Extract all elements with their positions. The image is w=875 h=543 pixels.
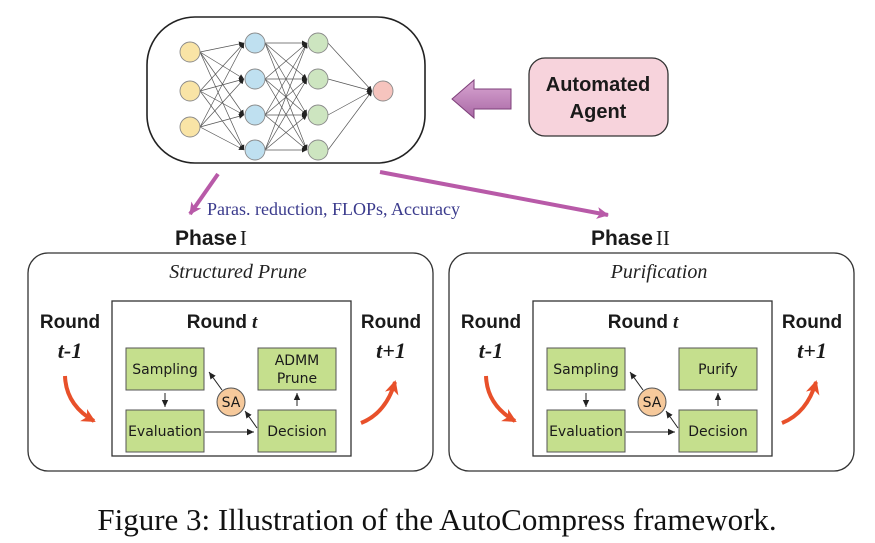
network-edge	[264, 42, 308, 80]
sa-label: SA	[643, 395, 662, 411]
network-edge	[199, 42, 245, 92]
network-edge	[264, 42, 308, 116]
network-edge	[264, 114, 308, 151]
prev-round-label: Round	[461, 312, 521, 333]
next-round-index: t+1	[797, 338, 827, 363]
metrics-label: Paras. reduction, FLOPs, Accuracy	[207, 199, 460, 219]
left-arrow-icon	[451, 78, 512, 120]
phase-subtitle: Purification	[610, 261, 708, 283]
agent-label-line1: Automated	[546, 74, 650, 96]
hidden-1-node	[244, 104, 266, 126]
automated-agent-box: Automated Agent	[528, 57, 669, 137]
figure-caption: Figure 3: Illustration of the AutoCompre…	[97, 502, 776, 537]
sa-to-sampling-arrow	[629, 371, 644, 391]
network-edge	[327, 42, 373, 92]
network-edge	[199, 90, 245, 151]
network-edge	[199, 42, 245, 128]
sampling-label: Sampling	[553, 362, 619, 378]
evaluation-label: Evaluation	[128, 424, 202, 440]
network-edge	[327, 90, 373, 151]
decision-box: Decision	[678, 409, 758, 453]
prev-round-index: t-1	[58, 338, 82, 363]
network-edge	[199, 126, 245, 151]
prev-round-index: t-1	[479, 338, 503, 363]
sa-circle	[216, 387, 246, 417]
network-edge	[327, 78, 373, 93]
network-edge	[199, 78, 245, 128]
network-edge	[199, 113, 245, 128]
evaluation-label: Evaluation	[549, 424, 623, 440]
decision-label: Decision	[267, 424, 327, 440]
network-edges	[199, 40, 373, 153]
output-node	[372, 80, 394, 102]
hidden-2-node	[307, 32, 329, 54]
decision-label: Decision	[688, 424, 748, 440]
network-edge	[264, 42, 308, 151]
input-node	[179, 80, 201, 102]
hidden-1-node	[244, 139, 266, 161]
input-node	[179, 41, 201, 63]
network-container	[146, 16, 426, 164]
action-label-line2: Prune	[277, 371, 317, 387]
hidden-2-node	[307, 68, 329, 90]
sa-label: SA	[222, 395, 241, 411]
incoming-round-arrow	[484, 375, 517, 423]
action-label-line1: Purify	[698, 362, 738, 378]
outgoing-round-arrow	[360, 380, 399, 425]
arrow-to-phase1	[188, 172, 220, 216]
sa-to-sampling-arrow	[208, 371, 223, 391]
phase-subtitle: Structured Prune	[169, 261, 307, 283]
next-round-label: Round	[782, 312, 842, 333]
arrow-to-phase2	[379, 170, 609, 219]
sampling-box: Sampling	[546, 347, 626, 391]
decision-to-sa-arrow	[665, 410, 679, 429]
network-edge	[199, 51, 245, 151]
decision-box: Decision	[257, 409, 337, 453]
network-nodes	[179, 32, 394, 161]
hidden-1-node	[244, 68, 266, 90]
network-edge	[199, 41, 245, 53]
prev-round-label: Round	[40, 312, 100, 333]
sampling-box: Sampling	[125, 347, 205, 391]
decision-to-sa-arrow	[244, 410, 258, 429]
sa-circle	[637, 387, 667, 417]
agent-label-line2: Agent	[570, 101, 627, 123]
input-node	[179, 116, 201, 138]
next-round-label: Round	[361, 312, 421, 333]
network-edge	[327, 90, 373, 116]
next-round-index: t+1	[376, 338, 406, 363]
action-box: Purify	[678, 347, 758, 391]
outgoing-round-arrow	[781, 380, 820, 425]
incoming-round-arrow	[63, 375, 96, 423]
network-edge	[199, 51, 245, 80]
evaluation-box: Evaluation	[546, 409, 626, 453]
hidden-1-node	[244, 32, 266, 54]
action-box: ADMM Prune	[257, 347, 337, 391]
network-edge	[264, 78, 308, 151]
network-edge	[199, 51, 245, 116]
hidden-2-node	[307, 104, 329, 126]
action-label-line1: ADMM	[275, 353, 320, 369]
sampling-label: Sampling	[132, 362, 198, 378]
hidden-2-node	[307, 139, 329, 161]
evaluation-box: Evaluation	[125, 409, 205, 453]
